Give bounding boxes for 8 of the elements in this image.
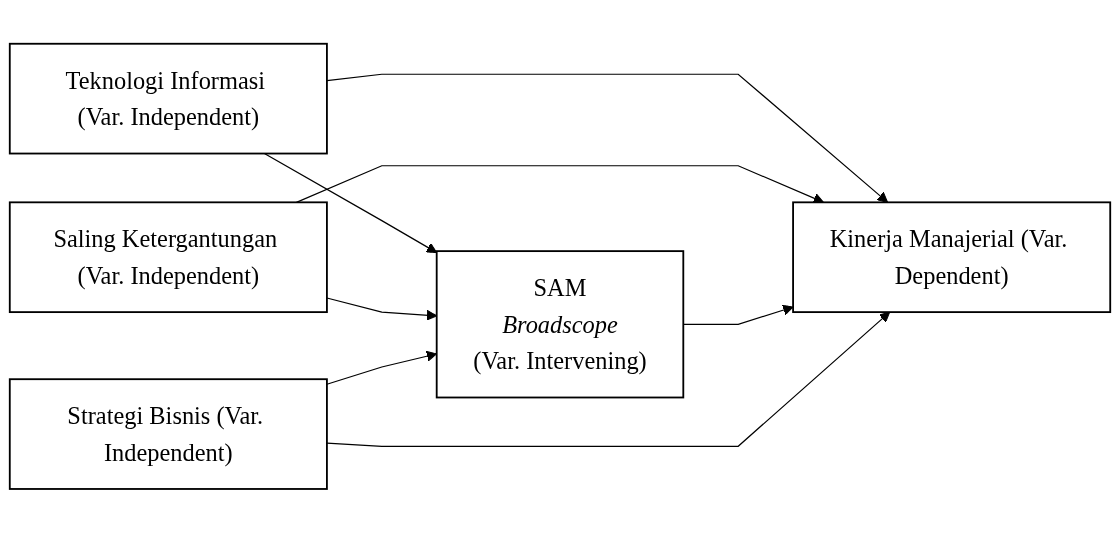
node-box: Saling Ketergantungan (Var. Independent) (8, 201, 328, 314)
node-box: Strategi Bisnis (Var. Independent) (8, 378, 328, 490)
arrow (263, 153, 438, 254)
arrow (326, 73, 889, 203)
node-box: SAM Broadscope (Var. Intervening) (435, 250, 685, 399)
arrow (326, 311, 891, 448)
node-box: Kinerja Manajerial (Var. Dependent) (792, 201, 1112, 314)
node-box: Teknologi Informasi (Var. Independent) (8, 42, 328, 155)
